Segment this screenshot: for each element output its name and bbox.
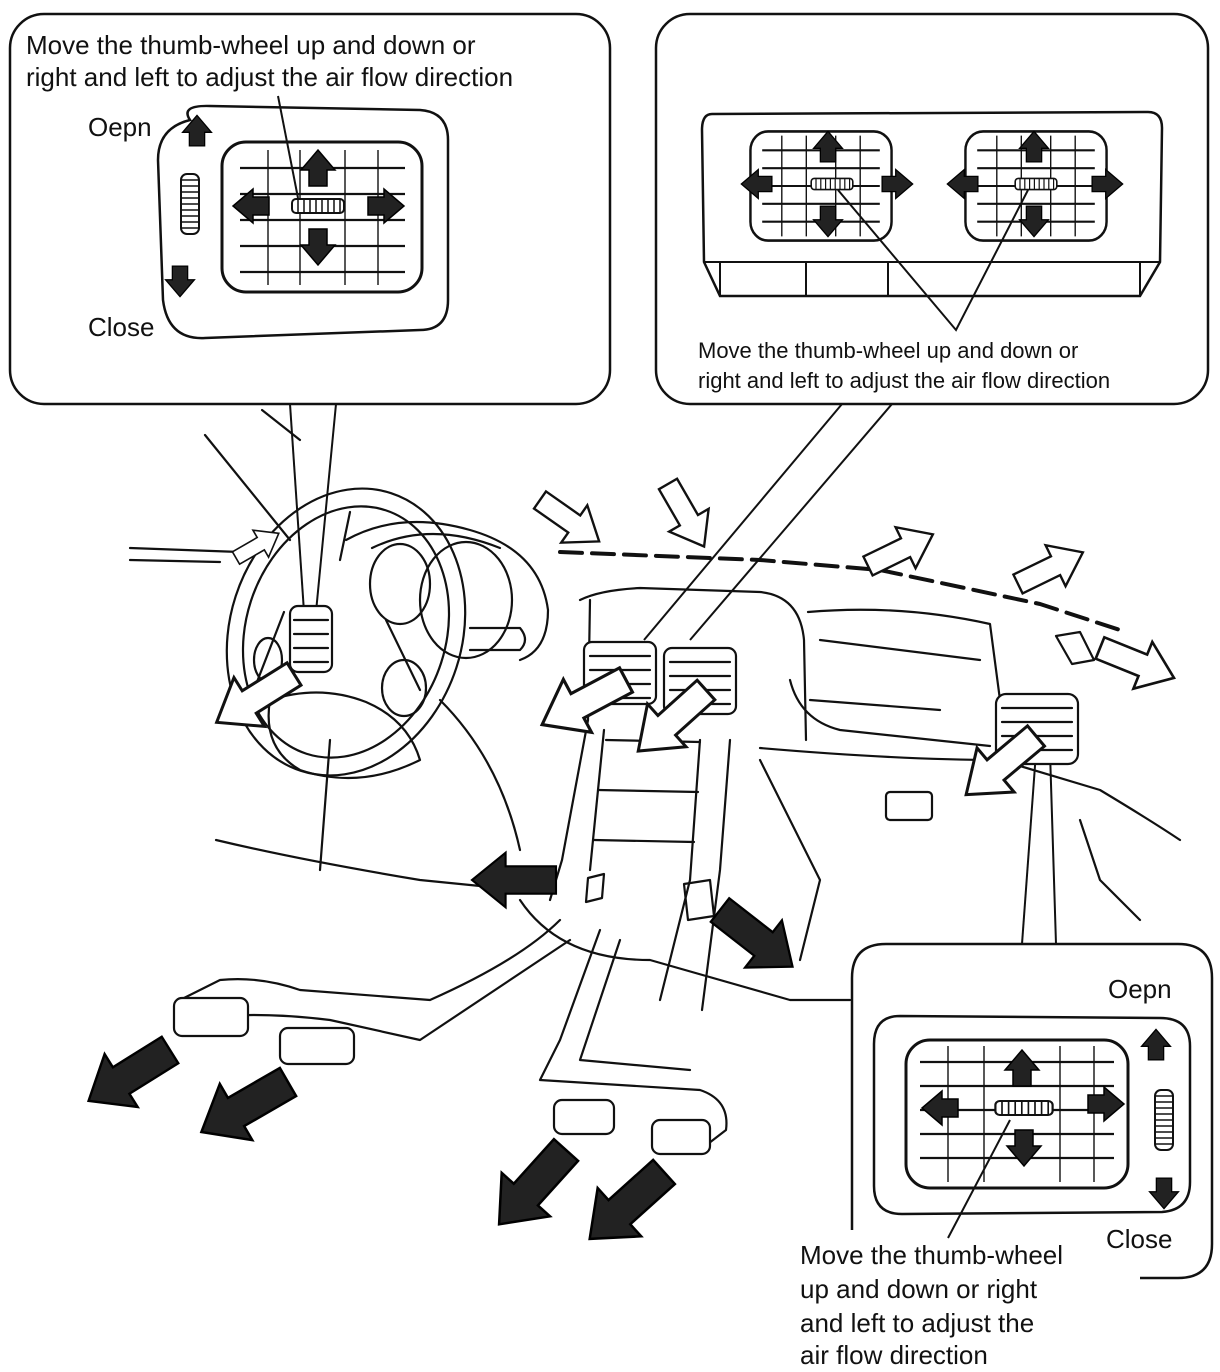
floor-duct-outlet <box>552 1098 616 1136</box>
thumb-wheel-icon <box>180 173 200 235</box>
bottom-right-callout <box>850 942 1214 1280</box>
thumb-wheel-icon <box>810 177 854 191</box>
side-defrost-arrow-icon <box>1089 623 1185 703</box>
floor-flow-arrow-icon <box>70 1022 188 1129</box>
top-left-instruction-line2: right and left to adjust the air flow di… <box>26 62 514 92</box>
floor-duct-outlet <box>650 1118 712 1156</box>
top-left-instruction-line1: Move the thumb-wheel up and down or <box>26 30 476 60</box>
bottom-right-instruction-line2: up and down or right <box>800 1274 1038 1304</box>
top-left-close-label: Close <box>88 312 155 342</box>
thumb-wheel-icon <box>291 198 345 214</box>
bottom-right-open-label: Oepn <box>1108 974 1172 1004</box>
floor-flow-arrow-icon <box>566 1146 687 1265</box>
top-right-instruction-line2: right and left to adjust the air flow di… <box>698 368 1111 393</box>
top-right-callout <box>654 12 1210 406</box>
defrost-arrow-icon <box>525 480 614 562</box>
bottom-right-instruction-line4: air flow direction <box>800 1340 988 1370</box>
top-left-open-label: Oepn <box>88 112 152 142</box>
floor-flow-arrow-icon <box>700 885 813 992</box>
floor-flow-arrow-icon <box>183 1052 306 1162</box>
floor-duct-outlet <box>278 1026 356 1066</box>
callout-connectors <box>289 403 1057 945</box>
top-left-callout <box>8 12 612 406</box>
floor-flow-arrow-icon <box>473 1127 592 1248</box>
top-right-instruction-line1: Move the thumb-wheel up and down or <box>698 338 1079 363</box>
thumb-wheel-icon <box>1014 177 1058 191</box>
leader-line <box>277 95 299 199</box>
defrost-arrow-icon <box>1006 530 1095 606</box>
floor-flow-arrow-icon <box>470 851 558 909</box>
bottom-right-instruction-line3: and left to adjust the <box>800 1308 1035 1338</box>
thumb-wheel-icon <box>994 1099 1054 1117</box>
floor-duct-outlet <box>172 996 250 1038</box>
thumb-wheel-icon <box>1154 1089 1174 1151</box>
air-vent-icon <box>220 140 424 294</box>
defrost-arrow-icon <box>647 471 726 560</box>
bottom-right-instruction-line1: Move the thumb-wheel <box>800 1240 1064 1270</box>
air-vent-icon <box>288 604 334 674</box>
bottom-right-close-label: Close <box>1106 1224 1173 1254</box>
leader-line <box>837 189 1029 332</box>
leader-line <box>947 1119 1011 1239</box>
